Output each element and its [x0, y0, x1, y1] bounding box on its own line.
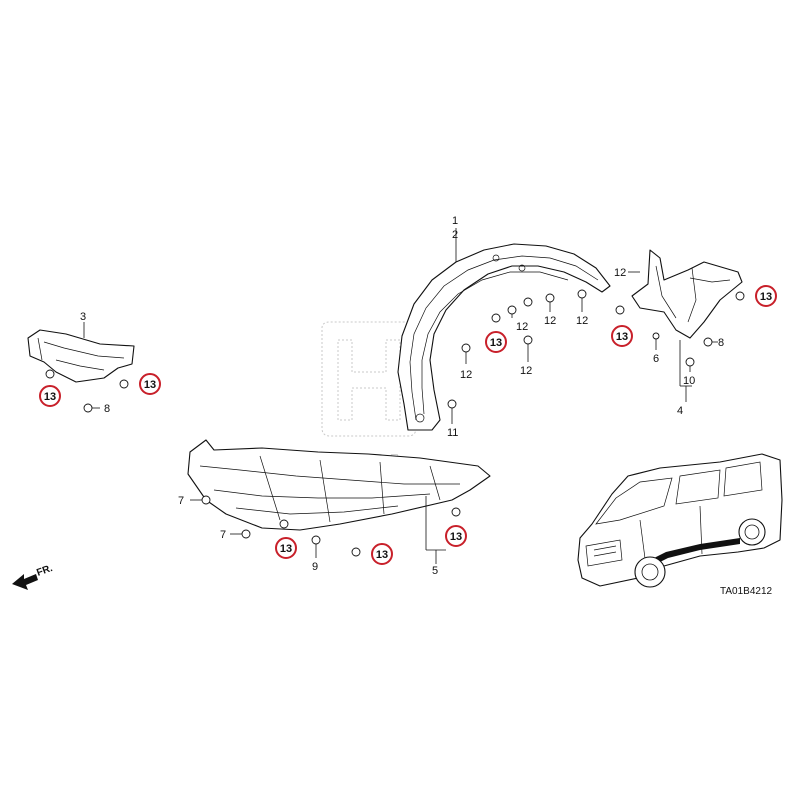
callout-13-b[interactable]: 13	[139, 373, 161, 395]
bolt-7-b	[241, 529, 251, 539]
svg-text:13: 13	[760, 291, 772, 303]
clip-13-d	[615, 305, 625, 315]
svg-text:13: 13	[616, 331, 628, 343]
diagram-code: TA01B4212	[720, 586, 773, 597]
label-part-9: 9	[312, 561, 318, 573]
clip-13-b	[119, 379, 129, 389]
label-part-3: 3	[80, 311, 86, 323]
callout-13-e[interactable]: 13	[755, 285, 777, 307]
label-part-7-a: 7	[178, 495, 184, 507]
part-1-2-fender-liner	[397, 243, 611, 431]
label-part-2: 2	[452, 229, 458, 241]
svg-text:13: 13	[144, 379, 156, 391]
clip-13-a	[45, 369, 55, 379]
label-part-12-a: 12	[460, 369, 472, 381]
callout-13-g[interactable]: 13	[371, 543, 393, 565]
callout-13-h[interactable]: 13	[445, 525, 467, 547]
fastener-leaders	[92, 271, 718, 558]
callout-13-f[interactable]: 13	[275, 537, 297, 559]
grommet-12-f	[523, 335, 533, 345]
grommet-9	[311, 535, 321, 545]
grommet-8-a	[83, 403, 93, 413]
part-5-under-cover	[187, 439, 491, 531]
label-part-12-d: 12	[544, 315, 556, 327]
label-part-7-b: 7	[220, 529, 226, 541]
clip-13-c	[491, 313, 501, 323]
clip-13-g	[351, 547, 361, 557]
label-part-12-f: 12	[614, 267, 626, 279]
bolt-7-a	[201, 495, 211, 505]
callout-13-d[interactable]: 13	[611, 325, 633, 347]
grommet-10	[685, 357, 695, 367]
svg-text:13: 13	[44, 391, 56, 403]
part-4-bracket	[631, 249, 743, 339]
part-3-bracket	[27, 329, 135, 383]
label-part-4: 4	[677, 405, 683, 417]
grommet-12-b	[507, 305, 517, 315]
label-part-12-c: 12	[520, 365, 532, 377]
label-part-12-b: 12	[516, 321, 528, 333]
label-part-1: 1	[452, 215, 458, 227]
svg-text:13: 13	[280, 543, 292, 555]
svg-text:13: 13	[450, 531, 462, 543]
label-part-8-a: 8	[104, 403, 110, 415]
front-direction-arrow: FR.	[12, 563, 54, 590]
label-part-11: 11	[447, 427, 458, 439]
grommet-11	[447, 399, 457, 409]
grommet-8-b	[703, 337, 713, 347]
label-part-12-e: 12	[576, 315, 588, 327]
clip-13-f	[279, 519, 289, 529]
label-part-5: 5	[432, 565, 438, 577]
grommet-12-a	[461, 343, 471, 353]
clip-13-h	[451, 507, 461, 517]
fasteners	[45, 289, 745, 557]
label-part-6: 6	[653, 353, 659, 365]
svg-text:13: 13	[376, 549, 388, 561]
callout-13-a[interactable]: 13	[39, 385, 61, 407]
callout-13-c[interactable]: 13	[485, 331, 507, 353]
label-part-8-b: 8	[718, 337, 724, 349]
grommet-12-c	[523, 297, 533, 307]
direction-label: FR.	[35, 563, 54, 579]
grommet-12-d	[545, 293, 555, 303]
screw-6	[652, 332, 660, 340]
vehicle-illustration	[577, 453, 783, 588]
label-part-10: 10	[683, 375, 695, 387]
clip-13-e	[735, 291, 745, 301]
svg-text:13: 13	[490, 337, 502, 349]
grommet-12-e	[577, 289, 587, 299]
